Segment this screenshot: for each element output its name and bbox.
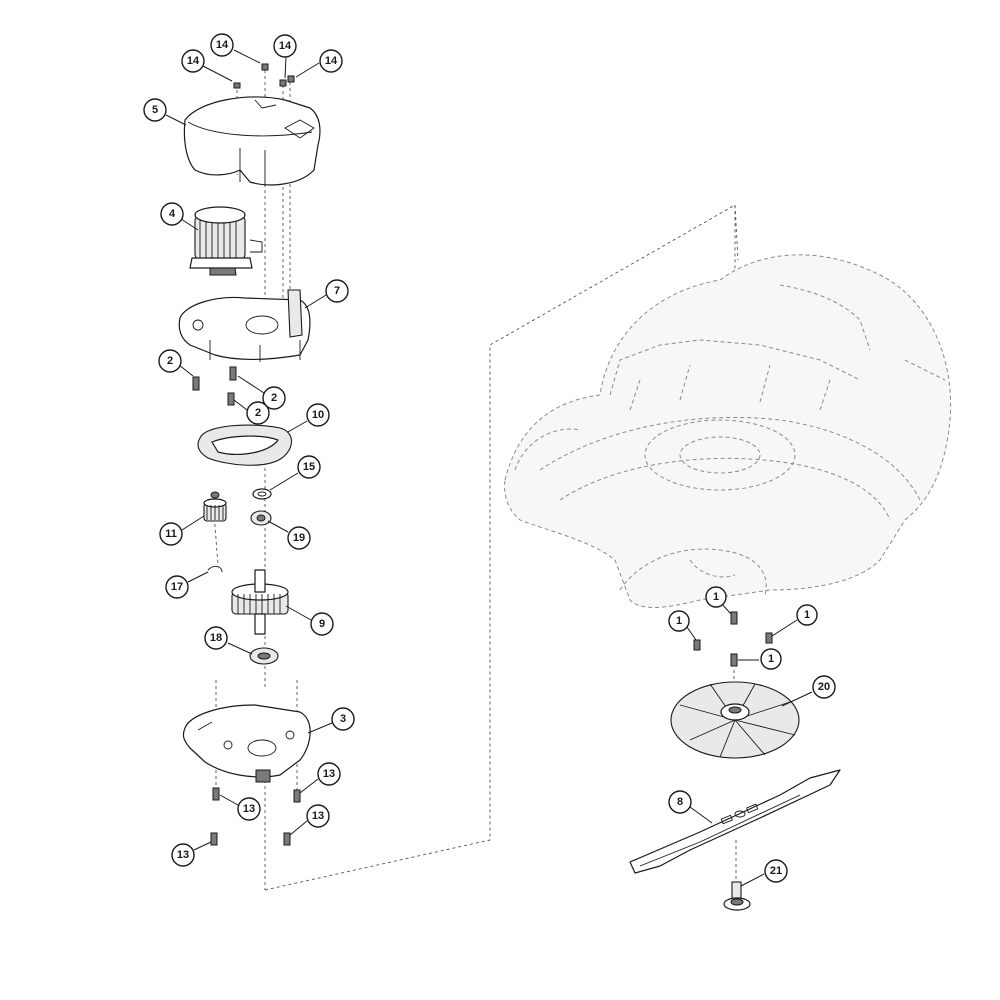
svg-text:19: 19 xyxy=(293,532,305,544)
svg-text:2: 2 xyxy=(271,392,277,404)
svg-text:1: 1 xyxy=(768,653,774,665)
motor-part-4 xyxy=(189,206,263,276)
blade-part-8 xyxy=(629,769,841,890)
callout-1: 1 xyxy=(668,610,690,632)
svg-text:5: 5 xyxy=(152,104,158,116)
svg-text:15: 15 xyxy=(303,461,315,473)
screw-2-set xyxy=(192,366,237,406)
svg-text:11: 11 xyxy=(165,528,177,540)
callout-17: 17 xyxy=(165,575,189,599)
callout-2: 2 xyxy=(158,349,182,373)
leader-lines xyxy=(165,49,813,887)
callout-4: 4 xyxy=(160,202,184,226)
gear-part-9 xyxy=(231,569,289,635)
callout-13: 13 xyxy=(237,797,261,821)
bearing-part-18 xyxy=(249,647,279,665)
callout-1: 1 xyxy=(760,648,782,670)
motor-cover-part-5 xyxy=(183,96,321,186)
svg-text:8: 8 xyxy=(677,796,683,808)
svg-text:20: 20 xyxy=(818,681,830,693)
svg-text:3: 3 xyxy=(340,713,346,725)
callout-2: 2 xyxy=(262,386,286,410)
callout-13: 13 xyxy=(317,762,341,786)
callout-20: 20 xyxy=(812,675,836,699)
fan-part-20 xyxy=(670,681,800,759)
callout-1: 1 xyxy=(796,604,818,626)
callout-9: 9 xyxy=(310,612,334,636)
mower-deck-housing xyxy=(264,204,952,891)
callout-14: 14 xyxy=(210,33,234,57)
svg-text:13: 13 xyxy=(243,803,255,815)
callout-3: 3 xyxy=(331,707,355,731)
svg-text:14: 14 xyxy=(325,55,338,67)
screw-14-set xyxy=(233,63,295,89)
callout-2: 2 xyxy=(246,401,270,425)
svg-text:13: 13 xyxy=(323,768,335,780)
svg-text:13: 13 xyxy=(312,810,324,822)
callout-11: 11 xyxy=(159,522,183,546)
callout-14: 14 xyxy=(319,49,343,73)
svg-text:13: 13 xyxy=(177,849,189,861)
svg-text:1: 1 xyxy=(804,609,810,621)
callout-1: 1 xyxy=(705,586,727,608)
svg-text:1: 1 xyxy=(676,615,682,627)
callout-21: 21 xyxy=(764,859,788,883)
svg-text:17: 17 xyxy=(171,581,183,593)
svg-text:4: 4 xyxy=(169,208,176,220)
callout-18: 18 xyxy=(204,626,228,650)
svg-text:9: 9 xyxy=(319,618,325,630)
svg-text:1: 1 xyxy=(713,591,719,603)
callout-19: 19 xyxy=(287,526,311,550)
clip-part-17 xyxy=(207,565,223,573)
svg-text:18: 18 xyxy=(210,632,222,644)
screw-13-set xyxy=(210,787,301,846)
callout-8: 8 xyxy=(668,790,692,814)
bearing-part-19 xyxy=(250,510,272,526)
svg-text:14: 14 xyxy=(187,55,200,67)
gear-housing-part-3 xyxy=(182,704,311,783)
gear-bracket-part-7 xyxy=(178,289,311,362)
drive-belt-part-10 xyxy=(197,424,293,466)
callout-13: 13 xyxy=(171,843,195,867)
callout-7: 7 xyxy=(325,279,349,303)
blade-bolt-part-21 xyxy=(723,881,751,911)
pulley-part-11 xyxy=(203,491,227,522)
svg-text:10: 10 xyxy=(312,409,324,421)
svg-text:2: 2 xyxy=(255,407,261,419)
svg-text:14: 14 xyxy=(216,39,229,51)
svg-text:14: 14 xyxy=(279,40,292,52)
callout-14: 14 xyxy=(181,49,205,73)
callout-13: 13 xyxy=(306,804,330,828)
svg-text:7: 7 xyxy=(334,285,340,297)
svg-text:2: 2 xyxy=(167,355,173,367)
callout-5: 5 xyxy=(143,98,167,122)
svg-text:21: 21 xyxy=(770,865,782,877)
washer-part-15 xyxy=(252,488,272,500)
callout-10: 10 xyxy=(306,403,330,427)
callout-15: 15 xyxy=(297,455,321,479)
callout-14: 14 xyxy=(273,34,297,58)
